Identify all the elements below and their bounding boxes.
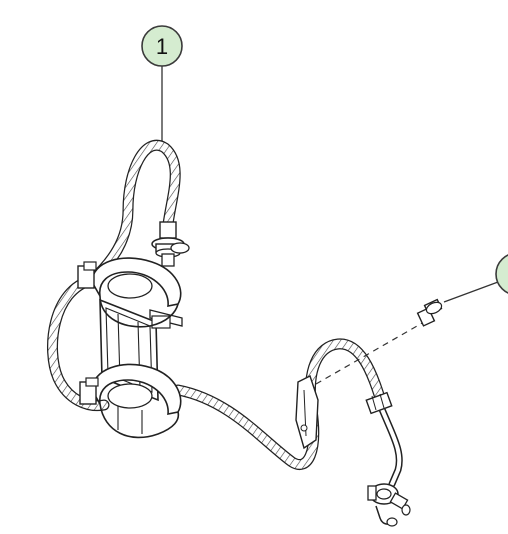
callout-2-bubble xyxy=(495,254,508,294)
hose-end-fitting[interactable] xyxy=(151,221,190,267)
hose-support-bracket[interactable] xyxy=(295,375,319,450)
callout-1[interactable]: 1 xyxy=(141,25,183,142)
banjo-fitting[interactable] xyxy=(367,483,411,527)
callout-2-leader xyxy=(443,281,499,303)
callout-1-label: 1 xyxy=(156,34,168,59)
rigid-brake-line xyxy=(365,391,403,488)
callout-1-bubble xyxy=(141,25,183,67)
hose-clamp-bracket[interactable] xyxy=(77,257,183,439)
braided-hose-upper xyxy=(86,139,181,286)
bolt[interactable] xyxy=(416,298,444,327)
callout-2[interactable] xyxy=(443,253,508,303)
assembly-line xyxy=(315,321,425,385)
braided-hose-lower xyxy=(172,338,386,470)
